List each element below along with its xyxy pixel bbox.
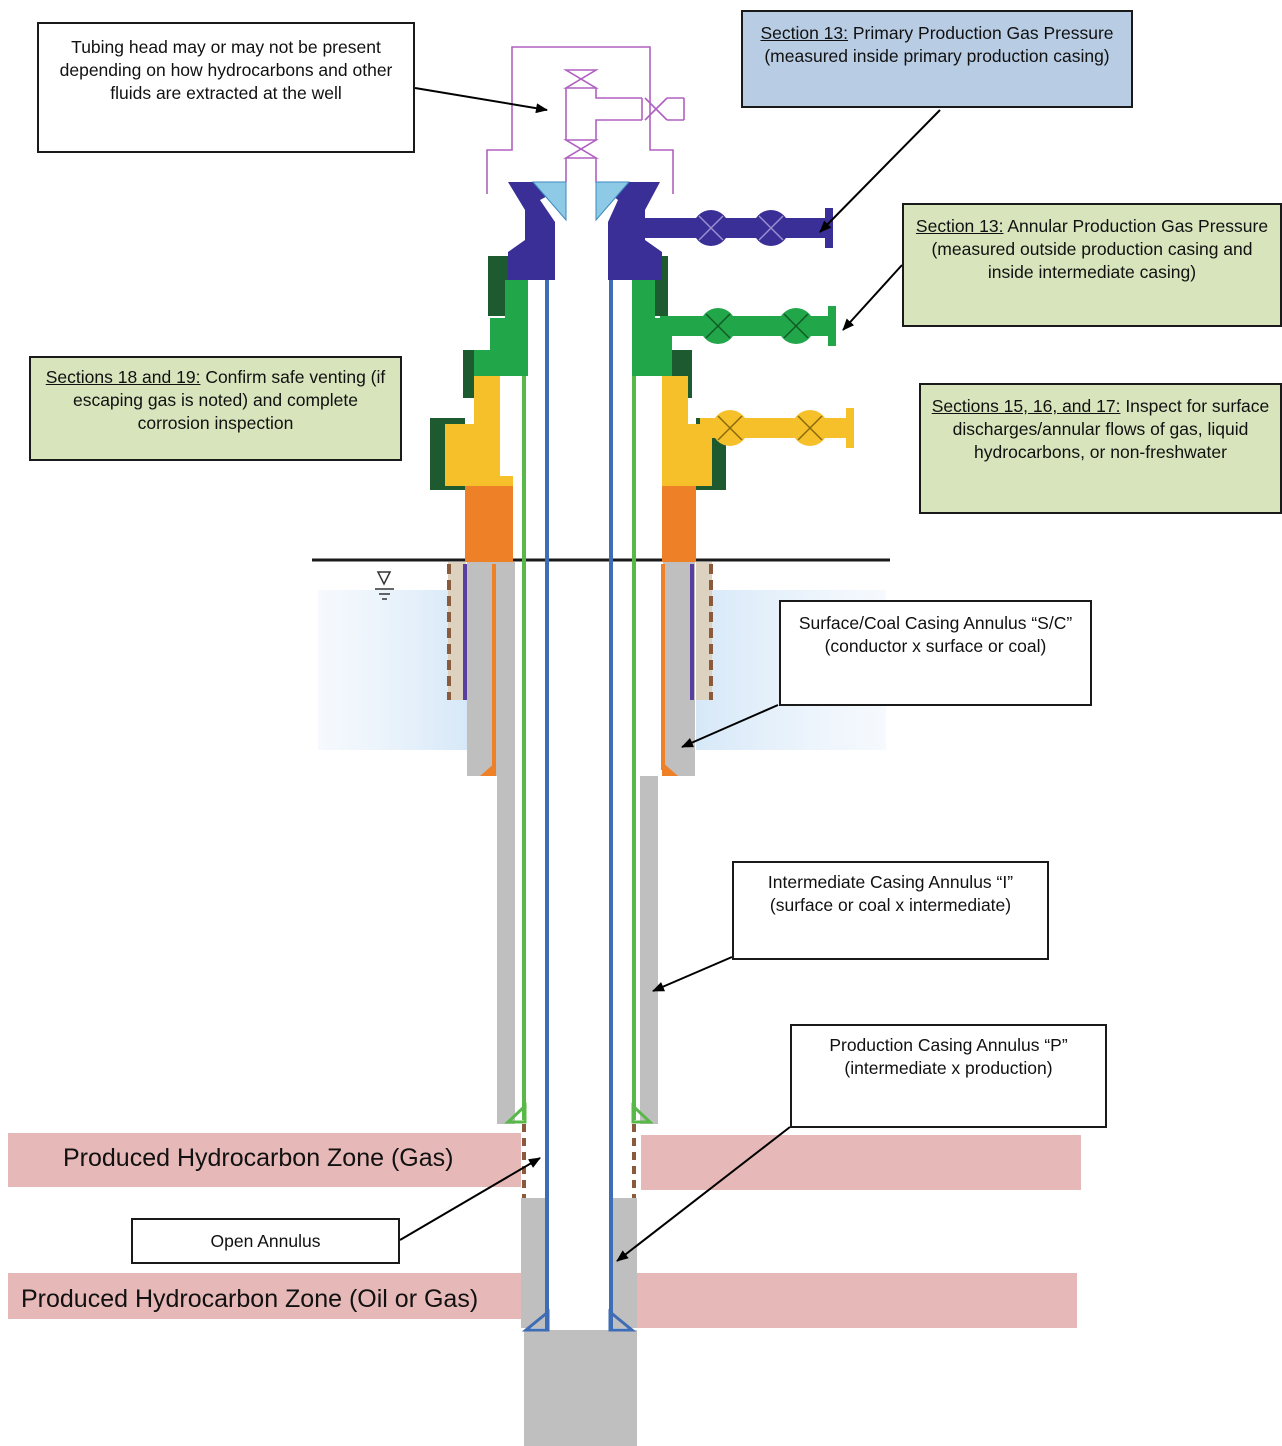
annular-production-valves: [660, 306, 836, 346]
callout-surface-discharges: Sections 15, 16, and 17: Inspect for sur…: [919, 383, 1282, 514]
wellhead-base: [465, 476, 696, 562]
hydrocarbon-zones: [8, 1133, 1081, 1328]
tubing-head: [486, 46, 685, 194]
gas-zone-left: [8, 1133, 521, 1187]
intermediate-casing: [504, 290, 654, 1124]
primary-pressure-text: Primary Production Gas Pressure (measure…: [764, 23, 1114, 66]
wellhead-green-section: [474, 280, 672, 376]
annular-pressure-section: Section 13:: [915, 216, 1004, 236]
callout-annular-pressure: Section 13: Annular Production Gas Press…: [902, 203, 1282, 327]
callout-safe-venting: Sections 18 and 19: Confirm safe venting…: [29, 356, 402, 461]
arrow-primary-pressure: [819, 109, 941, 233]
open-annulus-liner: [522, 1124, 636, 1198]
arrow-i-annulus: [652, 956, 733, 992]
callout-sc-annulus: Surface/Coal Casing Annulus “S/C” (condu…: [779, 600, 1092, 706]
oil-gas-zone-right: [637, 1273, 1077, 1328]
arrow-open-annulus: [399, 1157, 541, 1241]
tubing-hanger: [531, 181, 631, 222]
surface-discharges-section: Sections 15, 16, and 17:: [931, 396, 1121, 416]
zone-label-gas: Produced Hydrocarbon Zone (Gas): [63, 1144, 454, 1172]
callout-tubing-head: Tubing head may or may not be present de…: [37, 22, 415, 153]
arrow-annular-pressure: [842, 264, 903, 331]
surface-casing: [480, 564, 678, 776]
callout-p-annulus: Production Casing Annulus “P” (intermedi…: [790, 1024, 1107, 1128]
callout-i-annulus: Intermediate Casing Annulus “I” (surface…: [732, 861, 1049, 960]
zone-label-oil-or-gas: Produced Hydrocarbon Zone (Oil or Gas): [21, 1285, 479, 1313]
production-casing: [521, 280, 637, 1332]
primary-pressure-section: Section 13:: [760, 23, 849, 43]
surface-discharges-text: Inspect for surface discharges/annular f…: [952, 396, 1270, 462]
water-table-icon: [375, 571, 394, 600]
primary-production-valves: [645, 208, 833, 248]
arrow-p-annulus: [616, 1126, 791, 1262]
callout-open-annulus: Open Annulus: [131, 1218, 400, 1264]
leader-arrows: [399, 87, 941, 1262]
conductor-casing: [447, 562, 713, 700]
oil-gas-zone-left: [8, 1273, 521, 1319]
annular-pressure-text: Annular Production Gas Pressure (measure…: [931, 216, 1269, 282]
wellhead-purple-top: [508, 182, 662, 280]
arrow-tubing-head: [414, 87, 548, 114]
arrow-sc-annulus: [681, 704, 779, 748]
callout-primary-pressure: Section 13: Primary Production Gas Press…: [741, 10, 1133, 108]
safe-venting-text: Confirm safe venting (if escaping gas is…: [72, 367, 386, 433]
surface-casing-valves: [700, 408, 854, 448]
wellhead-yellow-section: [445, 376, 712, 486]
safe-venting-section: Sections 18 and 19:: [45, 367, 201, 387]
gas-zone-right: [641, 1135, 1081, 1190]
